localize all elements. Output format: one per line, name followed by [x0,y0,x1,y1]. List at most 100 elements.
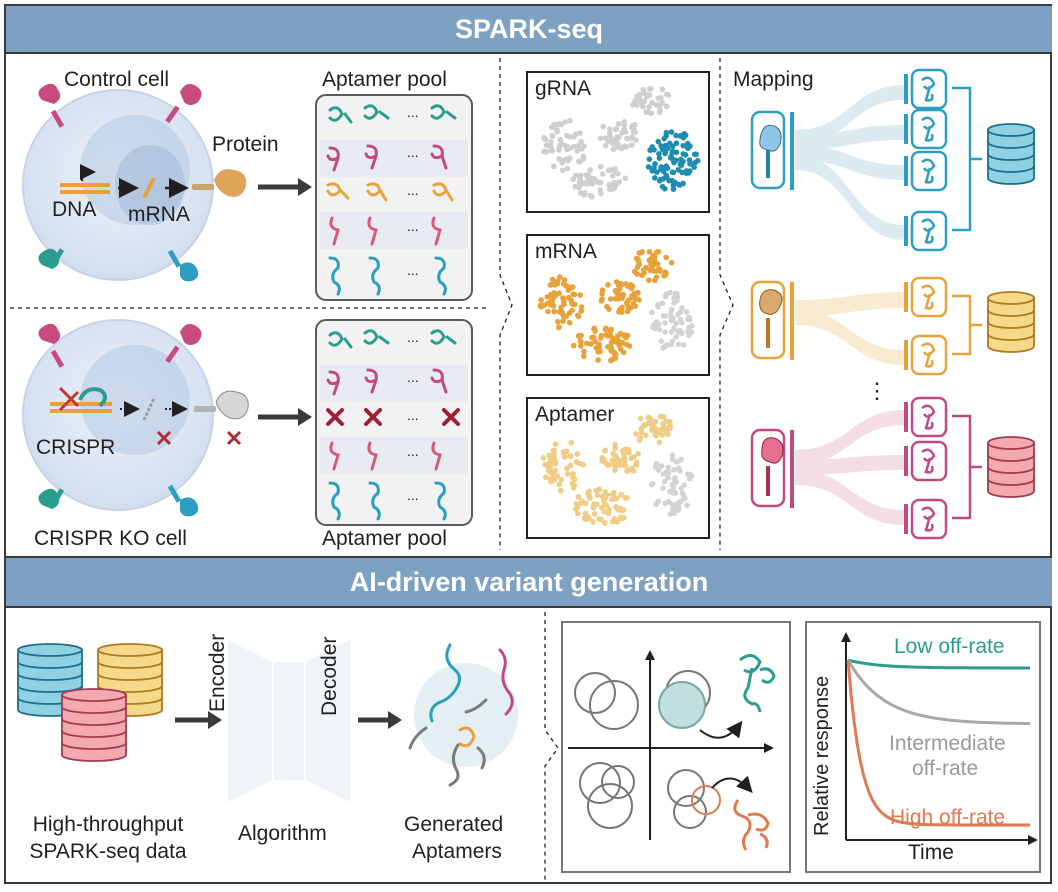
chart-xlabel: Time [908,841,954,864]
chart-ylabel: Relative response [811,675,833,836]
grna-dot [557,136,564,143]
mrna-dot [605,282,611,288]
grna-dot [560,157,567,164]
grna-dot [684,140,691,147]
aptamer-dot [664,430,670,436]
mrna-dot [680,342,687,348]
mrna-dot [612,351,619,358]
mrna-dot [662,320,668,326]
mrna-dot [659,300,666,307]
db-top [987,436,1035,450]
label-mid-offrate-1: Intermediate [889,732,1006,755]
mrna-dot [554,319,561,325]
control-cell [22,83,312,282]
grna-dot [682,152,689,158]
mrna-dot [668,259,675,266]
mrna-dot [570,342,577,349]
mrna-dot [635,256,641,262]
pool2-ellipsis-1: ... [407,329,419,345]
aptamer-dot [578,498,585,504]
mrna-dot [673,334,679,340]
grna-dot [578,138,584,145]
grna-dot [577,130,583,136]
aptamer-dot [669,501,676,508]
grna-dot [647,147,653,154]
grna-dot [621,119,628,125]
aptamer-dot [624,468,630,474]
grna-dot [677,156,684,163]
grna-dot [660,168,667,175]
mrna-dot [606,306,612,312]
mrna-dot [658,338,665,344]
pool2-ellipsis-5: ... [407,487,419,503]
grna-dot [652,175,658,181]
aptamer-dot [552,467,559,474]
grna-dot [580,153,587,160]
grna-dot [556,156,562,162]
data-label-line1: High-throughput [32,813,184,836]
grna-dot [669,143,676,150]
aptamer-dot [567,453,573,459]
aptamer-dot [602,457,608,464]
grna-dot [663,129,670,136]
mrna-dot [612,287,619,294]
mrna-dot [643,264,649,271]
mrna-dot [576,332,583,339]
grna-dot [669,178,676,184]
aptamer-dot [661,478,668,485]
grna-dot [668,129,675,135]
mrna-dot [558,304,564,311]
control-cell-label: Control cell [64,68,170,91]
grna-dot [577,159,583,165]
grna-dot [605,167,612,174]
grna-dot [663,91,670,98]
grna-dot [614,144,621,150]
box-aptamer [921,218,936,244]
grna-dot [658,94,664,101]
grna-dot [632,129,638,135]
svg-text:⋮: ⋮ [866,378,888,403]
mrna-dot [538,297,544,303]
grna-dot [634,100,641,106]
grna-dot [578,145,585,152]
aptamer-dot [638,429,645,436]
mrna-dot [578,338,584,345]
mrna-dot [626,343,633,349]
grna-dot [637,91,643,98]
grna-dot [656,151,662,157]
mrna-dot [565,284,572,290]
mrna-dot [575,313,582,320]
grna-dot [646,156,653,162]
grna-dot [577,182,584,188]
grna-dot [549,148,556,154]
algorithm-label: Algorithm [238,822,327,845]
mrna-dot [566,319,573,326]
aptamer-dot [551,451,557,457]
mrna-dot [570,291,577,298]
box-bar [904,216,908,246]
grna-dot [548,124,555,131]
aptamer-dot [633,462,640,468]
mrna-dot [667,310,674,317]
mrna-dot [675,341,682,348]
grna-label: gRNA [535,77,592,100]
grna-dot [673,132,679,139]
aptamer-dot [604,492,610,498]
db-top [61,688,127,702]
mrna-dot [684,316,691,323]
mrna-dot [662,329,669,335]
aptamer-dot [650,424,656,431]
mrna-dot [577,292,584,298]
ko-cell [22,319,312,517]
aptamer-dot [571,476,578,483]
grna-dot [602,142,609,149]
aptamer-dot [622,458,628,464]
mrna-dot [653,249,660,256]
generated-aptamers [408,643,518,787]
aptamer-dot [552,460,559,467]
mrna-dot [603,325,609,332]
mrna-dot [555,324,562,331]
grna-dot [583,172,590,178]
mrna-dot [655,321,662,328]
grna-dot [662,148,669,155]
